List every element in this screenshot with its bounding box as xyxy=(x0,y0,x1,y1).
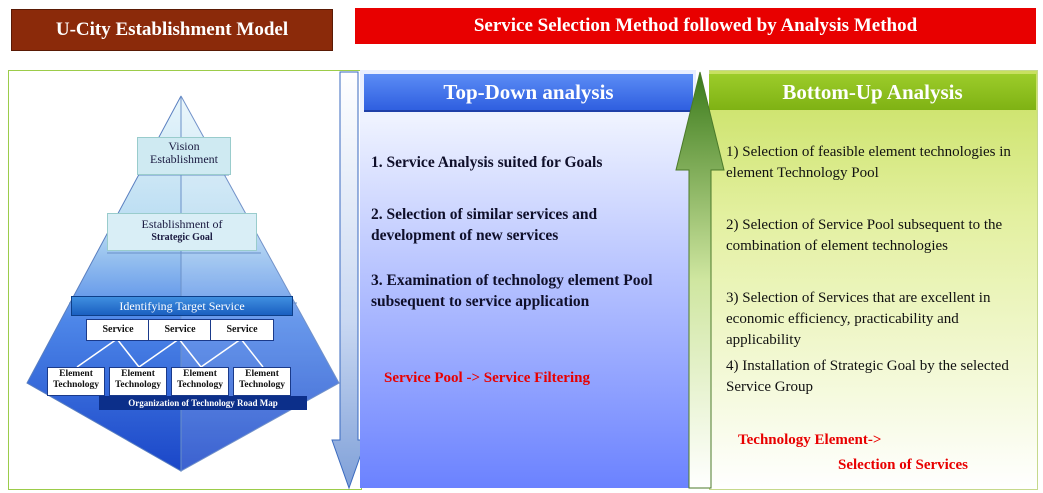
element-technology-box: Element Technology xyxy=(109,367,167,396)
strategic-line2: Strategic Goal xyxy=(151,232,213,243)
bottom-up-item: 2) Selection of Service Pool subsequent … xyxy=(726,217,1003,254)
service-box: Service xyxy=(86,319,150,341)
method-title-banner: Service Selection Method followed by Ana… xyxy=(355,8,1036,44)
bottom-up-panel xyxy=(709,70,1038,490)
bottom-up-footer-line1: Technology Element-> xyxy=(738,432,882,448)
top-down-footer: Service Pool -> Service Filtering xyxy=(384,370,590,386)
bottom-up-footer-line2: Selection of Services xyxy=(838,457,968,473)
top-down-item: 2. Selection of similar services and dev… xyxy=(371,206,598,244)
element-label: Element xyxy=(59,369,93,379)
element-label: Element xyxy=(183,369,217,379)
bottom-up-title: Bottom-Up Analysis xyxy=(709,74,1036,110)
technology-label: Technology xyxy=(114,380,162,390)
model-title-banner: U-City Establishment Model xyxy=(11,9,333,51)
vision-label: Vision xyxy=(168,139,200,153)
vision-establishment-box: Vision Establishment xyxy=(137,137,231,175)
target-service-bar: Identifying Target Service xyxy=(71,296,293,316)
down-arrow-icon xyxy=(331,71,367,490)
element-label: Element xyxy=(245,369,279,379)
element-technology-box: Element Technology xyxy=(233,367,291,396)
model-panel: Vision Establishment Establishment of St… xyxy=(8,70,362,490)
technology-label: Technology xyxy=(176,380,224,390)
up-arrow-icon xyxy=(675,71,725,489)
strategic-goal-box: Establishment of Strategic Goal xyxy=(107,213,257,251)
top-down-title: Top-Down analysis xyxy=(364,74,693,112)
service-box: Service xyxy=(210,319,274,341)
element-label: Element xyxy=(121,369,155,379)
bottom-up-item: 3) Selection of Services that are excell… xyxy=(726,290,991,348)
top-down-panel xyxy=(360,70,696,488)
top-down-item: 3. Examination of technology element Poo… xyxy=(371,272,653,310)
element-technology-box: Element Technology xyxy=(171,367,229,396)
technology-label: Technology xyxy=(238,380,286,390)
element-technology-box: Element Technology xyxy=(47,367,105,396)
pyramid-graphic xyxy=(26,95,340,472)
service-box: Service xyxy=(148,319,212,341)
strategic-line1: Establishment of xyxy=(141,217,223,231)
top-down-item: 1. Service Analysis suited for Goals xyxy=(371,154,603,171)
technology-roadmap-bar: Organization of Technology Road Map xyxy=(99,396,307,410)
establishment-label: Establishment xyxy=(150,152,218,166)
bottom-up-footer: Technology Element-> Selection of Servic… xyxy=(738,428,968,478)
bottom-up-item: 4) Installation of Strategic Goal by the… xyxy=(726,358,1009,395)
technology-label: Technology xyxy=(52,380,100,390)
bottom-up-item: 1) Selection of feasible element technol… xyxy=(726,144,1011,181)
